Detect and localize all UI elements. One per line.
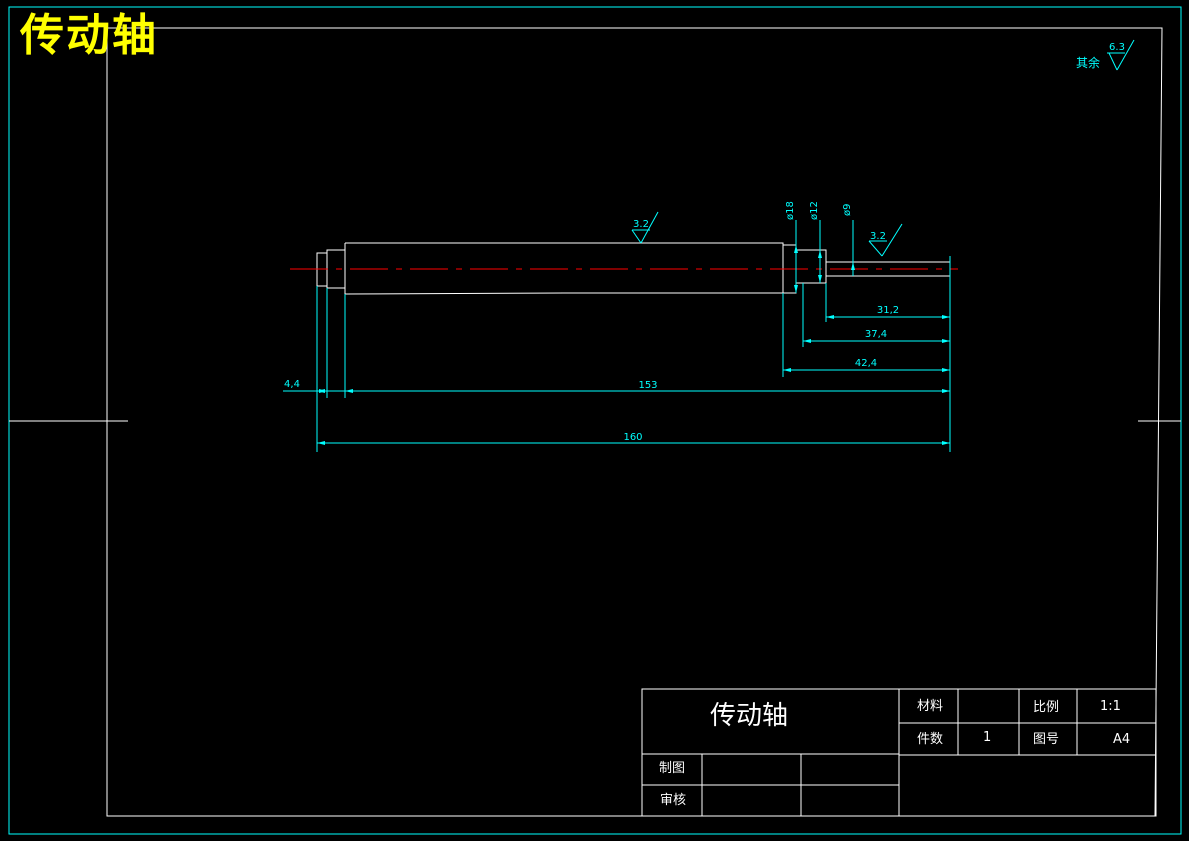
title-block-drawing-no-label: 图号 (1033, 732, 1060, 747)
dimension-lines (283, 39, 1135, 452)
dim-label-d18: ø18 (785, 201, 796, 220)
outer-frame (8, 6, 1182, 835)
roughness-general-value: 6.3 (1109, 42, 1125, 53)
roughness-note-prefix: 其余 (1076, 55, 1100, 70)
dim-label-d12: ø12 (809, 201, 820, 220)
dim-label-153: 153 (638, 380, 657, 391)
dim-label-31-2: 31,2 (877, 305, 899, 316)
dim-label-160: 160 (623, 432, 642, 443)
dimension-labels: 31,2 37,4 42,4 4,4 153 160 ø18 ø12 ø9 3.… (284, 42, 1125, 443)
title-block-scale-value: 1:1 (1100, 699, 1121, 714)
roughness-main: 3.2 (633, 219, 649, 230)
title-block-material-label: 材料 (917, 699, 944, 714)
title-block-quantity-value: 1 (983, 730, 992, 745)
inner-frame (106, 27, 1163, 817)
title-block-scale-label: 比例 (1033, 700, 1060, 715)
dim-label-42-4: 42,4 (855, 358, 877, 369)
title-block-part-name: 传动轴 (710, 701, 789, 731)
dim-label-d9: ø9 (842, 204, 853, 216)
title-block-drawn-by-label: 制图 (659, 761, 686, 776)
title-block-drawing-no-value: A4 (1113, 732, 1131, 747)
dim-label-4-4: 4,4 (284, 379, 300, 390)
title-block-checked-by-label: 审核 (660, 793, 687, 808)
dimension-arrows (317, 245, 950, 445)
title-block-quantity-label: 件数 (917, 732, 944, 747)
drawing-title-large: 传动轴 (20, 10, 158, 61)
roughness-end: 3.2 (870, 231, 886, 242)
dim-label-37-4: 37,4 (865, 329, 887, 340)
title-block-grid (641, 688, 1157, 817)
